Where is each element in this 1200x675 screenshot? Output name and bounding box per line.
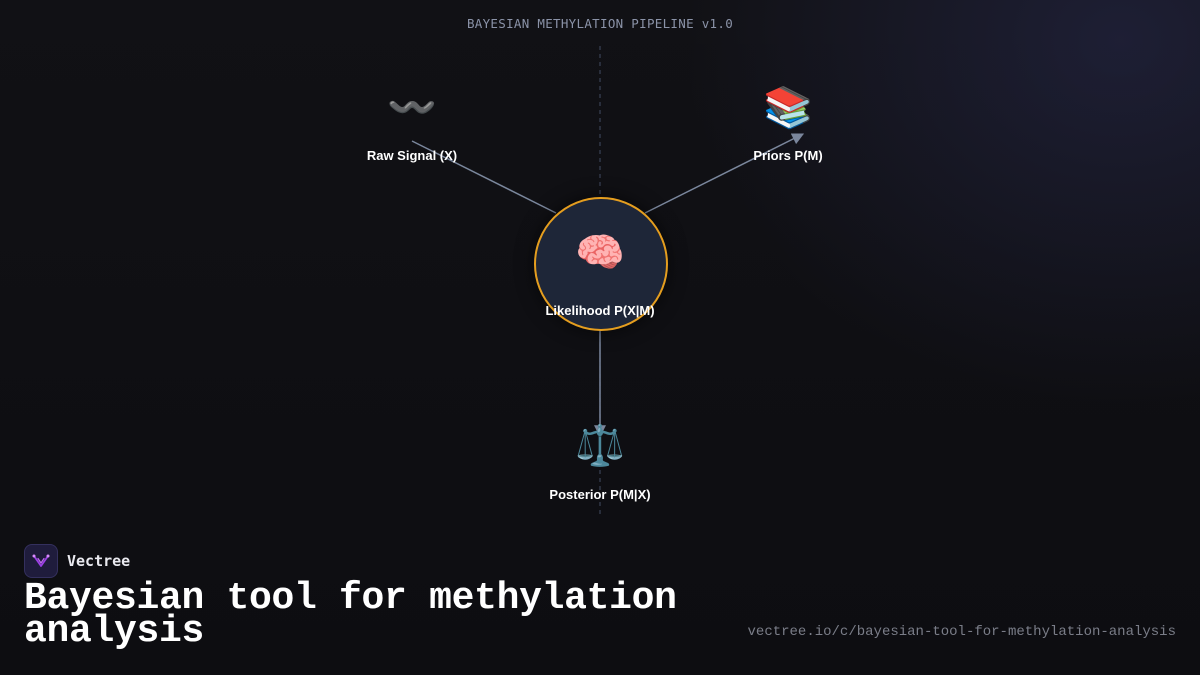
edge-likelihood-to-priors — [644, 133, 805, 214]
raw-signal-label: Raw Signal (X) — [366, 148, 458, 163]
posterior-label: Posterior P(M|X) — [549, 487, 651, 502]
pipeline-header-label: BAYESIAN METHYLATION PIPELINE v1.0 — [466, 16, 734, 31]
likelihood-label: Likelihood P(X|M) — [545, 303, 655, 318]
brand-name: Vectree — [67, 552, 131, 570]
books-icon: 📚 — [763, 85, 813, 131]
edge-raw-signal-to-likelihood — [411, 140, 557, 214]
balance-scale-icon: ⚖️ — [575, 423, 625, 469]
page-url[interactable]: vectree.io/c/bayesian-tool-for-methylati… — [747, 624, 1176, 640]
brain-icon: 🧠 — [575, 230, 625, 276]
priors-label: Priors P(M) — [753, 148, 823, 163]
likelihood-node-circle[interactable] — [534, 197, 668, 331]
page-title: Bayesian tool for methylation analysis — [24, 577, 677, 653]
brand[interactable]: Vectree — [24, 544, 130, 578]
wave-icon: 〰️ — [387, 85, 437, 131]
vectree-logo-icon — [24, 544, 58, 578]
